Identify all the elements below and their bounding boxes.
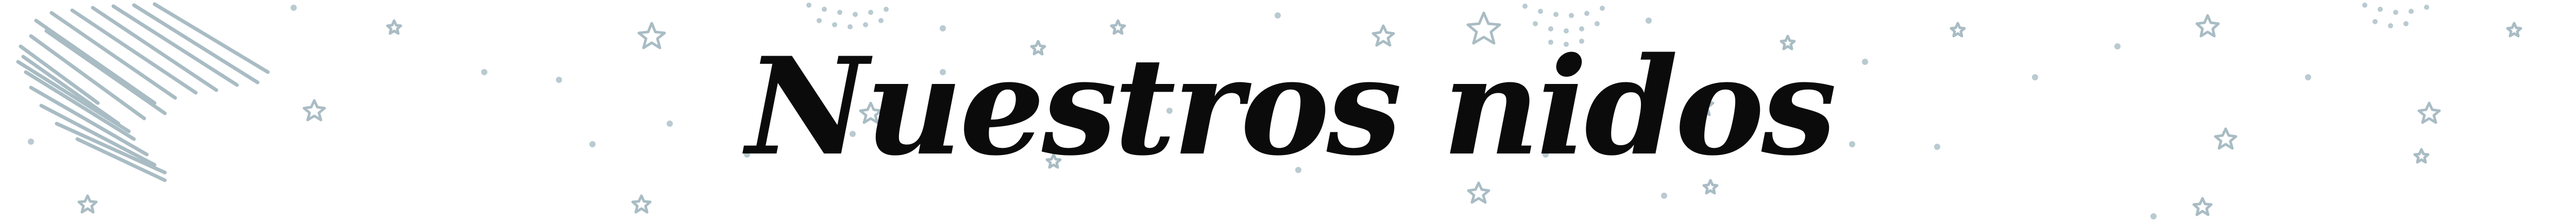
star-icon bbox=[2506, 22, 2522, 38]
star-icon bbox=[631, 194, 652, 214]
star-icon bbox=[1045, 153, 1062, 169]
star-icon bbox=[2417, 101, 2441, 124]
star-icon bbox=[302, 99, 326, 122]
dotted-half-circle bbox=[1522, 4, 1605, 47]
tiny-dots bbox=[28, 5, 2311, 219]
star-icon bbox=[2192, 197, 2213, 216]
dotted-half-circle bbox=[2362, 3, 2429, 28]
star-icon bbox=[1466, 11, 1501, 45]
star-icon bbox=[1110, 19, 1126, 35]
star-icon bbox=[1950, 22, 1966, 38]
star-icon bbox=[2195, 14, 2220, 38]
star-icon-group bbox=[77, 11, 2522, 216]
star-icon bbox=[1030, 40, 1046, 56]
star-icon bbox=[1780, 35, 1796, 50]
star-icon bbox=[859, 101, 883, 124]
star-icon bbox=[1691, 94, 1715, 116]
dotted-half-circle bbox=[806, 3, 889, 29]
star-icon bbox=[2214, 127, 2238, 150]
star-icon bbox=[637, 22, 666, 49]
star-icon bbox=[1467, 181, 1490, 204]
star-icon bbox=[2413, 148, 2430, 164]
hatch-scribble bbox=[16, 2, 270, 182]
star-icon bbox=[77, 194, 98, 214]
star-icon bbox=[1702, 179, 1719, 195]
star-icon bbox=[386, 19, 402, 35]
star-icon bbox=[1371, 24, 1395, 47]
